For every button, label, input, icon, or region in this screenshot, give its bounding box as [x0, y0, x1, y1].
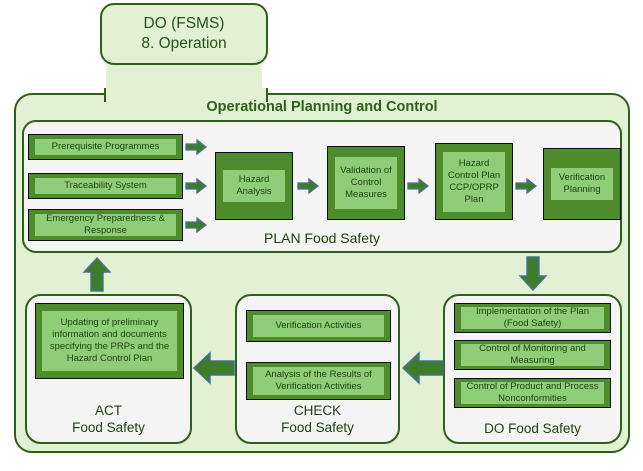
container-notch-cover [106, 58, 262, 100]
box-validation-of-control-measures-label: Validation of Control Measures [334, 156, 398, 210]
arrow-down-icon [518, 256, 548, 292]
box-verification-activities: Verification Activities [246, 310, 391, 342]
check-caption-line1: CHECK [293, 403, 342, 418]
box-control-of-monitoring-and-measuring-label: Control of Monitoring and Measuring [460, 343, 605, 367]
box-implementation-of-the-plan: Implementation of the Plan (Food Safety) [454, 303, 611, 333]
do-caption-line1: DO Food Safety [484, 421, 581, 436]
box-control-of-monitoring-and-measuring: Control of Monitoring and Measuring [454, 340, 611, 370]
arrow-right-icon [407, 178, 429, 194]
check-caption-line2: Food Safety [281, 420, 354, 435]
box-control-of-product-and-process-nonconformities-label: Control of Product and Process Nonconfor… [460, 381, 605, 405]
operational-planning-title: Operational Planning and Control [206, 99, 438, 115]
check-caption: CHECK Food Safety [235, 402, 400, 436]
plan-label: PLAN Food Safety [264, 230, 380, 246]
do-caption: DO Food Safety [443, 420, 622, 437]
box-control-of-product-and-process-nonconformities: Control of Product and Process Nonconfor… [454, 378, 611, 408]
arrow-up-icon [82, 256, 112, 292]
box-hazard-control-plan-label: Hazard Control Plan CCP/OPRP Plan [442, 150, 506, 213]
act-caption-line1: ACT [95, 403, 122, 418]
do-fsms-line1: DO (FSMS) [143, 15, 225, 32]
arrow-right-icon [515, 178, 537, 194]
arrow-right-icon [185, 217, 207, 233]
box-emergency-preparedness: Emergency Preparedness & Response [28, 209, 183, 241]
arrow-right-icon [185, 178, 207, 194]
do-fsms-box: DO (FSMS) 8. Operation [100, 3, 268, 65]
box-analysis-of-results: Analysis of the Results of Verification … [246, 362, 391, 400]
box-prerequisite-programmes: Prerequisite Programmes [28, 134, 183, 160]
box-traceability-system-label: Traceability System [34, 177, 177, 195]
box-verification-planning-label: Verification Planning [550, 167, 614, 201]
box-updating-preliminary-information-label: Updating of preliminary information and … [41, 310, 178, 372]
box-traceability-system: Traceability System [28, 173, 183, 199]
box-emergency-preparedness-label: Emergency Preparedness & Response [34, 213, 177, 237]
act-caption: ACT Food Safety [25, 402, 192, 436]
box-implementation-of-the-plan-label: Implementation of the Plan (Food Safety) [460, 306, 605, 330]
box-verification-activities-label: Verification Activities [252, 314, 385, 338]
box-prerequisite-programmes-label: Prerequisite Programmes [34, 138, 177, 156]
arrow-right-icon [297, 178, 319, 194]
act-caption-line2: Food Safety [72, 420, 145, 435]
box-analysis-of-results-label: Analysis of the Results of Verification … [252, 366, 385, 396]
box-hazard-analysis-label: Hazard Analysis [222, 169, 286, 203]
box-hazard-control-plan: Hazard Control Plan CCP/OPRP Plan [435, 143, 513, 220]
arrow-right-icon [185, 139, 207, 155]
arrow-left-icon [192, 351, 235, 385]
box-updating-preliminary-information: Updating of preliminary information and … [35, 303, 184, 379]
box-validation-of-control-measures: Validation of Control Measures [327, 146, 405, 220]
do-fsms-line2: 8. Operation [141, 35, 227, 52]
box-verification-planning: Verification Planning [543, 148, 621, 220]
arrow-left-icon [401, 351, 444, 385]
box-hazard-analysis: Hazard Analysis [215, 152, 293, 220]
